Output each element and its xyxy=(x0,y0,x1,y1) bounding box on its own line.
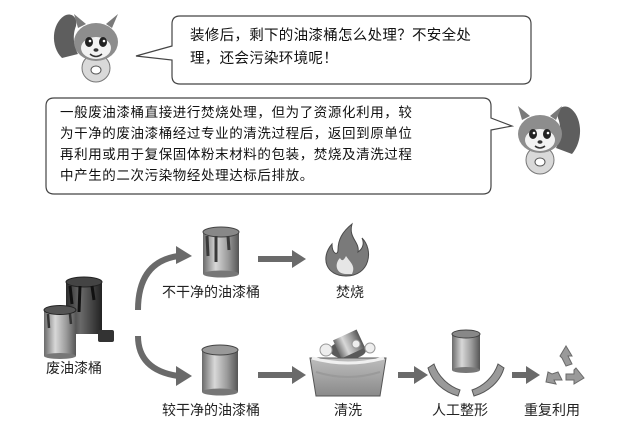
question-text: 装修后，剩下的油漆桶怎么处理？不安全处 理，还会污染环境呢！ xyxy=(190,25,525,71)
answer-line-1: 一般废油漆桶直接进行焚烧处理，但为了资源化利用，较 xyxy=(60,105,413,121)
arrow-to-fix xyxy=(398,366,428,384)
label-burn: 焚烧 xyxy=(336,285,364,301)
branch-arrow-down xyxy=(135,335,192,386)
question-line-2: 理，还会污染环境呢！ xyxy=(190,51,338,67)
fire-icon xyxy=(325,222,370,277)
branch-arrow-up xyxy=(135,246,192,311)
flow-diagram xyxy=(43,222,585,397)
clean-can-icon xyxy=(201,344,239,396)
recycle-icon xyxy=(545,345,585,385)
answer-text: 一般废油漆桶直接进行焚烧处理，但为了资源化利用，较 为干净的废油漆桶经过专业的清… xyxy=(60,103,490,187)
wash-basin-icon xyxy=(309,329,387,397)
arrow-to-wash xyxy=(258,366,306,384)
waste-cans-icon xyxy=(43,276,114,359)
arrow-to-reuse xyxy=(512,366,540,384)
speech-bubble-question xyxy=(135,15,532,85)
dirty-can-icon xyxy=(202,226,240,278)
arrow-to-burn xyxy=(258,250,306,268)
answer-line-3: 再利用或用于复保固体粉末材料的包装，焚烧及清洗过程 xyxy=(60,147,413,163)
squirrel-mascot-icon xyxy=(53,14,118,83)
squirrel-mascot-icon xyxy=(518,106,581,175)
speech-bubble-answer xyxy=(45,97,515,195)
hands-reshape-icon xyxy=(427,329,505,397)
question-line-1: 装修后，剩下的油漆桶怎么处理？不安全处 xyxy=(190,28,472,44)
label-clean-cans: 较干净的油漆桶 xyxy=(162,403,260,419)
label-waste-cans: 废油漆桶 xyxy=(46,361,102,377)
label-reuse: 重复利用 xyxy=(524,403,580,419)
answer-line-4: 中产生的二次污染物经处理达标后排放。 xyxy=(60,168,314,184)
label-reshape: 人工整形 xyxy=(432,403,488,419)
answer-line-2: 为干净的废油漆桶经过专业的清洗过程后，返回到原单位 xyxy=(60,126,413,142)
label-wash: 清洗 xyxy=(334,403,362,419)
label-dirty-cans: 不干净的油漆桶 xyxy=(162,285,260,301)
